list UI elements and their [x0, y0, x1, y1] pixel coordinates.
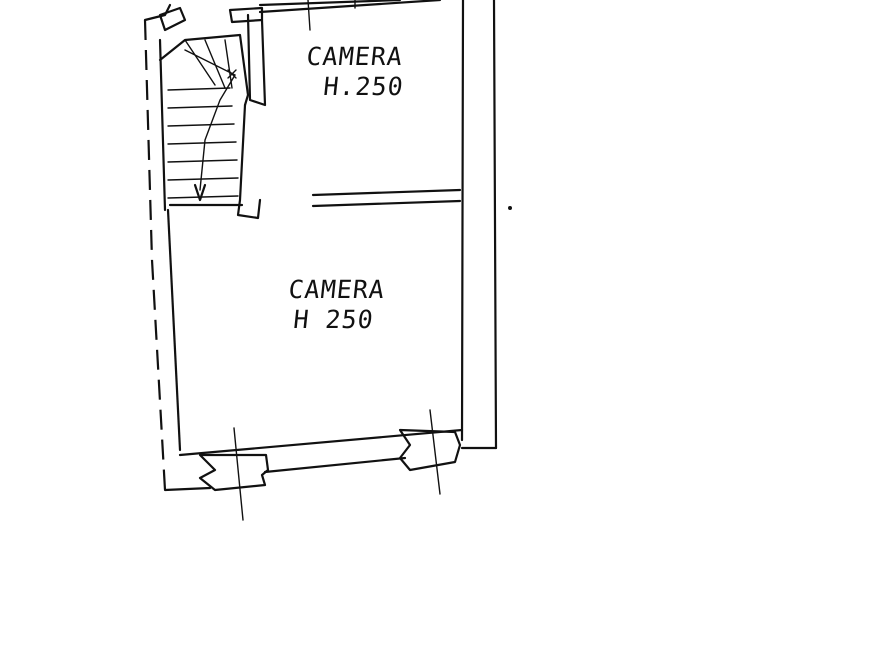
outer-wall-right — [460, 0, 498, 450]
corner-detail — [158, 6, 264, 32]
inner-wall-left — [158, 38, 182, 452]
stair-arrow-icon — [193, 183, 207, 202]
room-height: H.250 — [321, 72, 406, 101]
cross-mark-icon — [227, 69, 237, 79]
room-height: H 250 — [291, 305, 376, 334]
staircase — [158, 13, 267, 220]
stray-dot — [508, 206, 512, 210]
room-name: CAMERA — [287, 275, 387, 304]
window-left — [198, 427, 270, 521]
outer-wall-left-dashed — [143, 3, 212, 492]
room-label-upper: CAMERA H.250 — [302, 42, 443, 102]
partition-wall — [311, 188, 462, 208]
bottom-wall — [178, 428, 464, 474]
window-right — [398, 409, 462, 495]
room-label-lower: CAMERA H 250 — [284, 275, 430, 335]
top-wall — [258, 0, 442, 31]
room-name: CAMERA — [305, 42, 405, 71]
